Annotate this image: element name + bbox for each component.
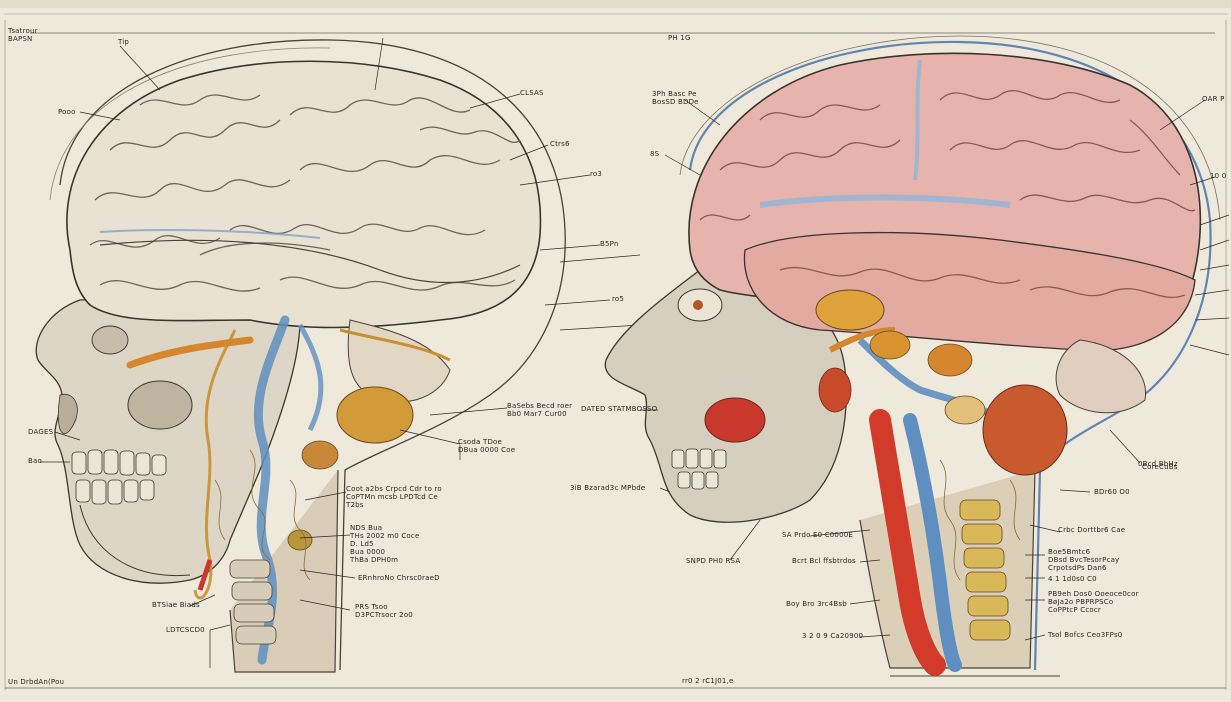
right-label-1: 8S xyxy=(650,150,659,158)
right-label-8: 3 2 0 9 Ca20900 xyxy=(802,632,863,640)
right-orbit-red xyxy=(705,398,765,442)
right-label-15: Boe5Bmtc6 DBsd BvcTesorPcay CrpotsdPs Da… xyxy=(1048,548,1119,572)
left-gland xyxy=(337,387,413,443)
left-head-mark: Tip xyxy=(118,38,129,46)
right-label-0: 3Ph Basc Pe BosSD BDDe xyxy=(652,90,699,106)
left-label-13: PRS Tsoo D3PCTrsocr 2o0 xyxy=(355,603,413,619)
left-label-15: LDTCSCD0 xyxy=(166,626,205,634)
right-label-7: Boy Bro 3rc4Bsb xyxy=(786,600,847,608)
right-gland-orange xyxy=(816,290,884,330)
footer-left-caption: Un DrbdAn(Pou xyxy=(8,678,64,686)
right-label-13: BDr60 O0 xyxy=(1094,488,1130,496)
left-label-4: ro5 xyxy=(612,295,624,303)
left-label-8: BaSebs Becd roer Bb0 Mar7 Cur00 xyxy=(507,402,572,418)
right-gland-red xyxy=(983,385,1067,475)
left-label-14: BTSiae Biads xyxy=(152,601,200,609)
right-label-9: OAR P xyxy=(1202,95,1225,103)
left-orbit xyxy=(128,381,192,429)
right-label-18: Tsol Bofcs Ceo3FPs0 xyxy=(1048,631,1122,639)
footer-center-caption: rr0 2 rC1J01,e xyxy=(682,677,734,685)
right-label-3: 3iB Bzarad3c MPbde xyxy=(570,484,645,492)
left-label-3: B5Pn xyxy=(600,240,619,248)
right-label-12: CoreCuBs xyxy=(1142,463,1178,471)
right-label-4: SNPD PH0 RSA xyxy=(686,557,740,565)
left-label-12: ERnhroNo Chrsc0raeD xyxy=(358,574,440,582)
right-label-2: DATED STATMBOSSO xyxy=(581,405,657,413)
left-label-1: Ctrs6 xyxy=(550,140,570,148)
right-label-10: 10 0 xyxy=(1210,172,1226,180)
left-label-5: Pooo xyxy=(58,108,76,116)
left-label-10: Coot a2bs Crpcd Cdr to ro CoPTMn mcsb LP… xyxy=(346,485,442,509)
left-brain xyxy=(67,61,541,327)
right-label-6: Bcrt Bcl ffsbtrdos xyxy=(792,557,856,565)
left-label-6: DAGES xyxy=(28,428,53,436)
right-label-17: PB9eh Dos0 Ooeoce0cor BøJa2o PBPRPSCo Co… xyxy=(1048,590,1139,614)
header-left-caption: Tsatrour BAPSN xyxy=(8,27,38,43)
right-label-14: Crbc Dorttbr6 Cae xyxy=(1058,526,1125,534)
left-label-0: CLSAS xyxy=(520,89,544,97)
right-label-5: SA Prdo E0 C0000E xyxy=(782,531,853,539)
right-head-mark: PH 1G xyxy=(668,34,691,42)
left-label-7: Bao xyxy=(28,457,42,465)
left-label-11: NDS Bua THs 2002 m0 Coce D. Ld5 Bua 0000… xyxy=(350,524,419,564)
left-label-2: ro3 xyxy=(590,170,602,178)
left-label-9: Csoda TDoe DBua 0000 Coe xyxy=(458,438,515,454)
right-label-16: 4 1 1d0s0 C0 xyxy=(1048,575,1097,583)
